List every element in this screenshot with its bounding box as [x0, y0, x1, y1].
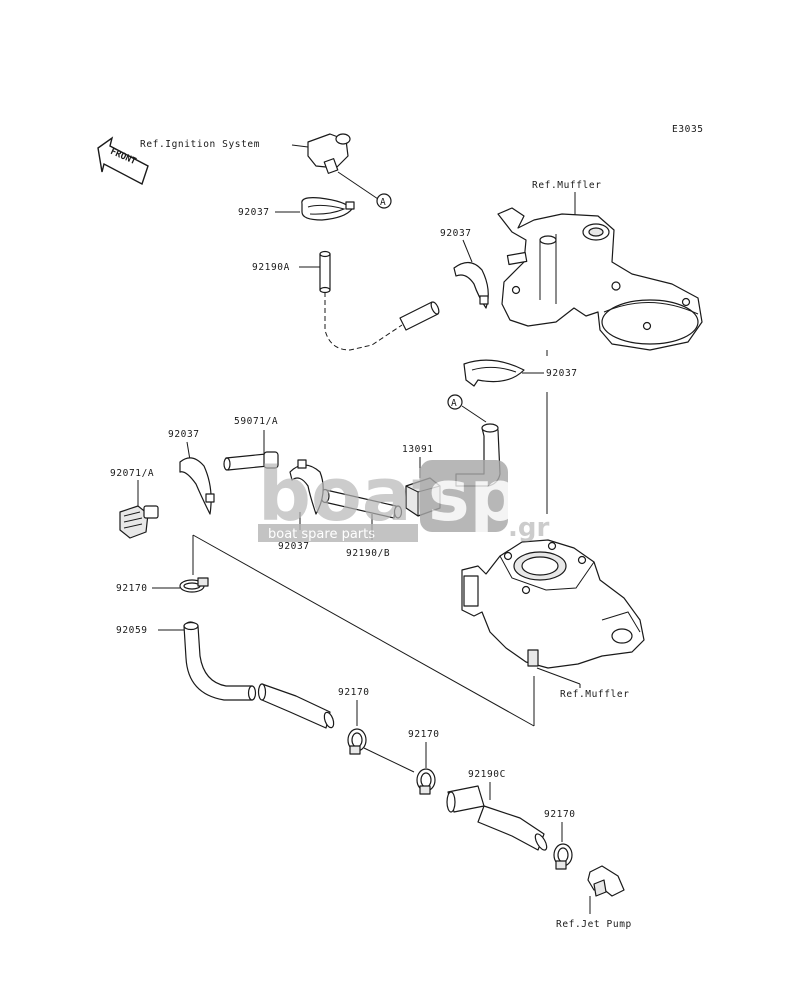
label-ref-jet-pump: Ref.Jet Pump — [556, 919, 632, 930]
hose-joint — [257, 683, 335, 729]
clamp-92170-d — [553, 843, 573, 870]
clamp-92037-c — [463, 359, 525, 387]
label-92037-c: 92037 — [546, 368, 578, 379]
hose-92190a — [319, 250, 440, 331]
muffler-bottom-body — [461, 539, 645, 669]
watermark-tagline: boat spare parts — [268, 527, 375, 542]
label-92170-c: 92170 — [408, 729, 440, 740]
label-ref-muffler-bottom: Ref.Muffler — [560, 689, 630, 700]
clamp-92170-a — [179, 577, 209, 593]
label-92071a: 92071/A — [110, 468, 154, 479]
watermark-tld: .gr — [508, 513, 549, 543]
label-92170-d: 92170 — [544, 809, 576, 820]
callout-a-mid-label: A — [451, 398, 457, 409]
hose-92190c — [446, 785, 548, 851]
plug-92071a — [119, 505, 159, 539]
watermark-badge — [420, 460, 508, 532]
label-92190a: 92190A — [252, 262, 290, 273]
label-92170-a: 92170 — [116, 583, 148, 594]
label-92059: 92059 — [116, 625, 148, 636]
clamp-92170-c — [416, 768, 436, 795]
diagram-code: E3035 — [672, 124, 704, 135]
clamp-92037-b — [453, 261, 489, 309]
label-92037-a: 92037 — [238, 207, 270, 218]
label-92170-b: 92170 — [338, 687, 370, 698]
callout-a-top — [376, 193, 392, 209]
label-92190c: 92190C — [468, 769, 506, 780]
label-92037-b: 92037 — [440, 228, 472, 239]
callout-a-top-label: A — [380, 197, 386, 208]
label-92190b: 92190/B — [346, 548, 390, 559]
clamp-92037-a — [301, 197, 355, 221]
callout-a-mid — [447, 394, 463, 410]
clamp-92037-e — [289, 459, 324, 515]
watermark-brand-right: sp — [428, 455, 520, 537]
watermark: boat sp .gr boat spare parts — [258, 452, 549, 543]
label-92037-d: 92037 — [168, 429, 200, 440]
fitting-59071a — [223, 451, 279, 471]
muffler-top-body — [497, 207, 703, 351]
hose-92059 — [183, 621, 257, 701]
clamp-92037-d — [179, 457, 215, 515]
label-92037-e: 92037 — [278, 541, 310, 552]
label-59071a: 59071/A — [234, 416, 278, 427]
label-ref-ignition-system: Ref.Ignition System — [140, 139, 260, 150]
label-13091: 13091 — [402, 444, 434, 455]
label-ref-muffler-top: Ref.Muffler — [532, 180, 602, 191]
watermark-brand-left: boat — [258, 452, 447, 538]
front-arrow-icon: FRONT — [97, 136, 149, 186]
jet-pump-fitting — [587, 865, 625, 897]
ignition-fitting — [307, 133, 351, 174]
watermark-tagline-bar — [258, 524, 418, 542]
clamp-92170-b — [347, 728, 367, 755]
